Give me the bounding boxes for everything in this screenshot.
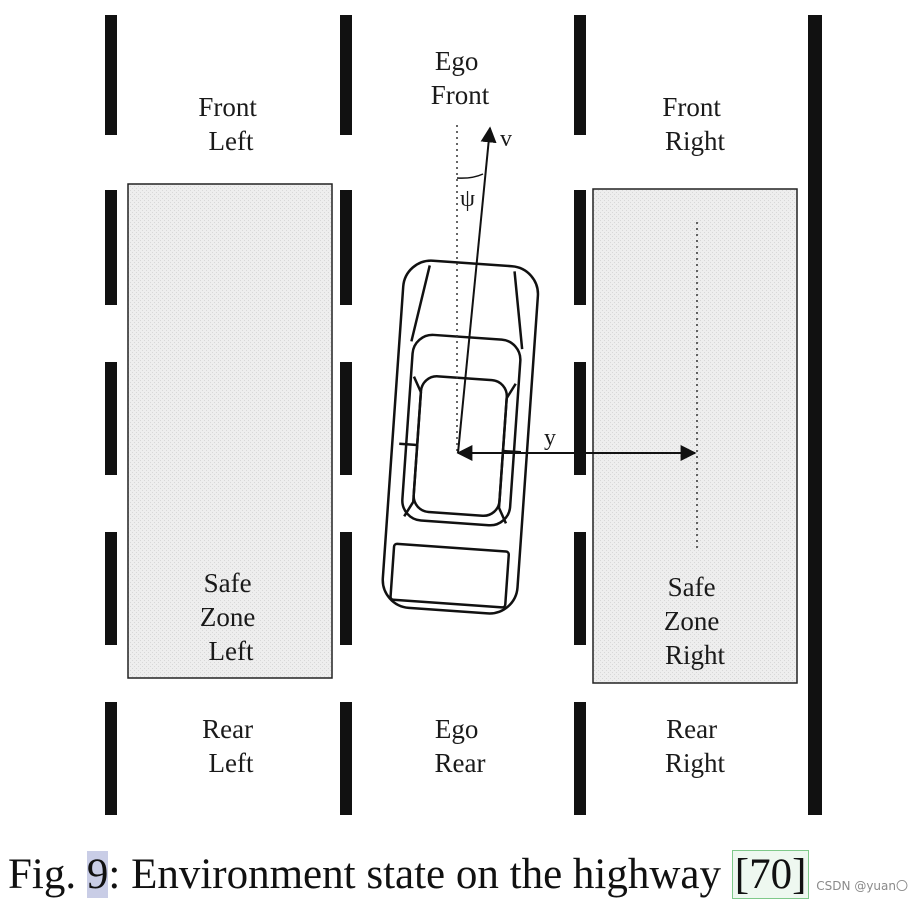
caption-reference-link[interactable]: [70] — [731, 850, 810, 899]
caption-prefix: Fig. — [8, 851, 87, 898]
label-front-left: Front Left — [198, 92, 263, 156]
lane-marking-center-right — [574, 15, 586, 815]
label-rear-left: Rear Left — [202, 714, 260, 778]
label-ego-rear: Ego Rear — [435, 714, 486, 778]
caption-figure-number: 9 — [86, 851, 109, 898]
heading-symbol: ψ — [460, 186, 475, 212]
label-ego-front: Ego Front — [431, 46, 490, 110]
label-front-right: Front Right — [662, 92, 727, 156]
velocity-vector — [457, 126, 497, 454]
velocity-symbol: v — [500, 126, 512, 152]
label-safe-zone-right: Safe Zone Right — [664, 572, 726, 670]
safe-zone-right-box — [592, 188, 798, 684]
label-rear-right: Rear Right — [665, 714, 726, 778]
figure-caption: Fig. 9: Environment state on the highway… — [8, 846, 922, 904]
caption-text: : Environment state on the highway — [108, 851, 732, 898]
safe-zone-left-box — [127, 183, 333, 679]
watermark: CSDN @yuan〇 — [816, 879, 908, 893]
highway-diagram: v ψ y Front Left Ego Front Front Right S… — [105, 15, 822, 815]
lane-marking-left — [105, 15, 117, 815]
lane-marking-center-left — [340, 15, 352, 815]
lateral-symbol: y — [544, 425, 556, 451]
heading-angle-arc — [456, 173, 484, 179]
label-safe-zone-left: Safe Zone Left — [200, 568, 262, 666]
road-edge-line — [808, 15, 822, 815]
